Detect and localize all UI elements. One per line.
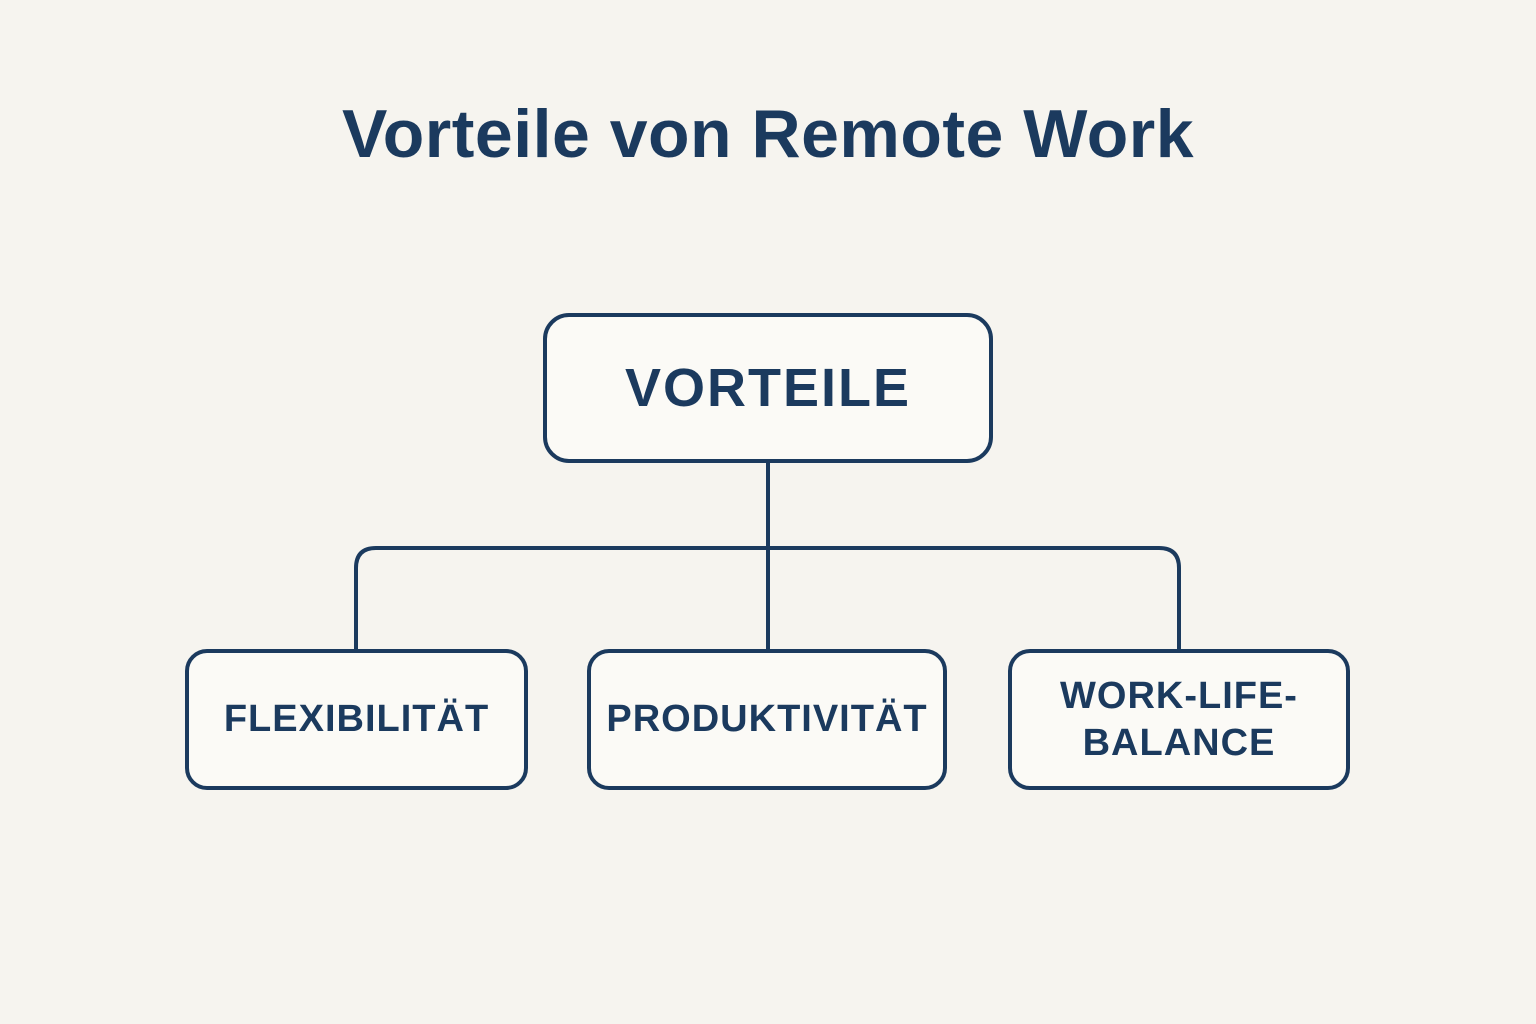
node-vorteile: VORTEILE [543,313,993,463]
node-vorteile-label: VORTEILE [624,358,912,418]
node-produktivitaet: PRODUKTIVITÄT [587,649,947,790]
diagram-title: Vorteile von Remote Work [341,96,1195,172]
node-produktivitaet-label: PRODUKTIVITÄT [606,698,928,741]
node-flexibilitaet-label: FLEXIBILITÄT [223,698,490,741]
node-work-life-balance: WORK-LIFE-BALANCE [1008,649,1350,790]
node-work-life-balance-label: WORK-LIFE-BALANCE [1060,675,1298,764]
connector-rail-with-elbows [354,546,1181,649]
node-flexibilitaet: FLEXIBILITÄT [185,649,528,790]
